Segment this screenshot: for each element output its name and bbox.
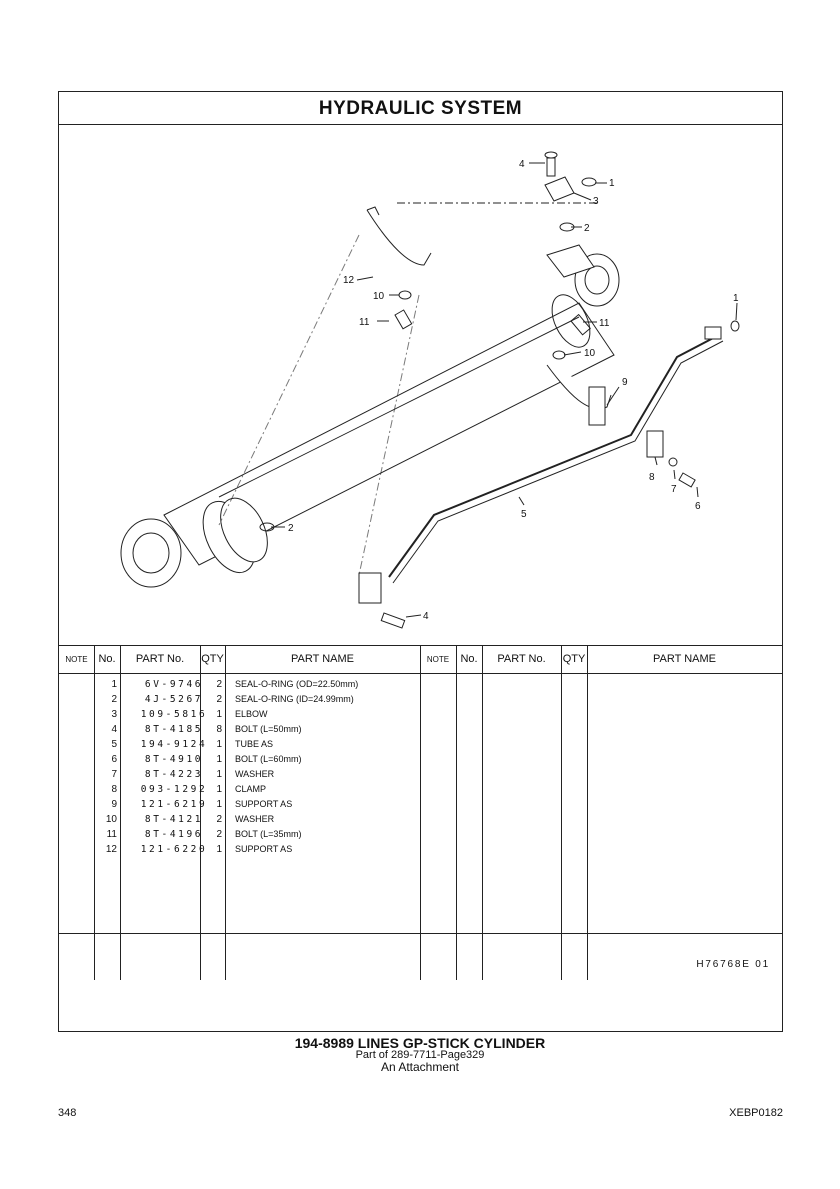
part-name: SUPPORT AS — [235, 844, 293, 854]
part-number: 8T-4910 — [144, 754, 204, 765]
callout-label: 10 — [584, 348, 596, 359]
quantity: 2 — [216, 679, 222, 690]
header-part-name: PART NAME — [653, 653, 716, 665]
item-number: 2 — [111, 694, 117, 705]
document-code: XEBP0182 — [729, 1107, 783, 1119]
part-number: 121-6219 — [140, 799, 208, 810]
item-number: 11 — [106, 829, 117, 840]
quantity: 8 — [216, 724, 222, 735]
part-name: CLAMP — [235, 784, 267, 794]
item-number: 1 — [111, 679, 117, 690]
cylinder-illustration: 4 1 3 2 12 10 11 11 1 10 9 8 7 6 5 2 4 — [120, 151, 740, 629]
callout-label: 5 — [521, 509, 527, 520]
illustration-code: H76768E 01 — [696, 959, 770, 970]
callout-label: 2 — [584, 223, 590, 234]
header-part-no: PART No. — [497, 653, 546, 665]
callout-label: 1 — [733, 293, 739, 304]
quantity: 1 — [216, 739, 222, 750]
part-name: SUPPORT AS — [235, 799, 293, 809]
part-name: WASHER — [235, 814, 275, 824]
part-number: 109-5816 — [140, 709, 208, 720]
part-number: 093-1292 — [140, 784, 208, 795]
item-number: 3 — [111, 709, 117, 720]
caption-parent: Part of 289-7711-Page329 — [355, 1049, 485, 1061]
quantity: 1 — [216, 784, 222, 795]
table-row: 2 4J-5267 2 SEAL-O-RING (ID=24.99mm) — [59, 692, 782, 707]
table-row: 7 8T-4223 1 WASHER — [59, 767, 782, 782]
part-name: BOLT (L=60mm) — [235, 754, 302, 764]
header-qty: QTY — [562, 653, 586, 665]
item-number: 7 — [111, 769, 117, 780]
callout-label: 7 — [671, 484, 677, 495]
header-no: No. — [460, 653, 478, 665]
header-note: NOTE — [65, 655, 88, 664]
callout-label: 9 — [622, 377, 628, 388]
header-qty: QTY — [201, 653, 224, 665]
quantity: 1 — [216, 844, 222, 855]
part-name: SEAL-O-RING (OD=22.50mm) — [235, 679, 359, 689]
item-number: 4 — [111, 724, 117, 735]
part-name: ELBOW — [235, 709, 268, 719]
header-part-no: PART No. — [135, 653, 185, 665]
parts-table: NOTE No. PART No. QTY PART NAME NOTE No.… — [59, 645, 782, 980]
page-number: 348 — [58, 1107, 77, 1119]
part-name: WASHER — [235, 769, 275, 779]
callout-label: 6 — [695, 501, 701, 512]
section-title: HYDRAULIC SYSTEM — [59, 92, 782, 125]
part-number: 8T-4223 — [144, 769, 204, 780]
part-number: 8T-4121 — [144, 814, 204, 825]
table-row: 10 8T-4121 2 WASHER — [59, 812, 782, 827]
part-name: TUBE AS — [235, 739, 274, 749]
table-row: 6 8T-4910 1 BOLT (L=60mm) — [59, 752, 782, 767]
quantity: 2 — [216, 814, 222, 825]
caption-title: 194-8989 LINES GP-STICK CYLINDER — [294, 1035, 546, 1051]
part-number: 8T-4196 — [144, 829, 204, 840]
part-number: 121-6220 — [140, 844, 208, 855]
table-row: 5 194-9124 1 TUBE AS — [59, 737, 782, 752]
item-number: 12 — [105, 844, 117, 855]
table-row: 11 8T-4196 2 BOLT (L=35mm) — [59, 827, 782, 842]
table-row: 3 109-5816 1 ELBOW — [59, 707, 782, 722]
part-name: BOLT (L=35mm) — [235, 829, 302, 839]
item-number: 9 — [111, 799, 117, 810]
table-row: 1 6V-9746 2 SEAL-O-RING (OD=22.50mm) — [59, 677, 782, 692]
part-name: SEAL-O-RING (ID=24.99mm) — [235, 694, 354, 704]
part-number: 4J-5267 — [144, 694, 204, 705]
callout-label: 11 — [599, 318, 610, 329]
callout-label: 8 — [649, 472, 655, 483]
table-row: 8 093-1292 1 CLAMP — [59, 782, 782, 797]
callout-label: 10 — [373, 291, 385, 302]
header-no: No. — [98, 653, 116, 665]
item-number: 5 — [111, 739, 117, 750]
quantity: 1 — [216, 769, 222, 780]
quantity: 1 — [216, 709, 222, 720]
caption-attachment: An Attachment — [380, 1060, 460, 1074]
exploded-parts-diagram: 4 1 3 2 12 10 11 11 1 10 9 8 7 6 5 2 4 — [59, 125, 782, 645]
callout-label: 12 — [343, 275, 355, 286]
part-number: 194-9124 — [140, 739, 208, 750]
table-row: 12 121-6220 1 SUPPORT AS — [59, 842, 782, 857]
callout-label: 2 — [288, 523, 294, 534]
part-number: 6V-9746 — [144, 679, 204, 690]
item-number: 10 — [105, 814, 117, 825]
item-number: 8 — [111, 784, 117, 795]
quantity: 1 — [216, 754, 222, 765]
callout-label: 3 — [593, 196, 599, 207]
table-row: 9 121-6219 1 SUPPORT AS — [59, 797, 782, 812]
part-number: 8T-4185 — [144, 724, 204, 735]
quantity: 2 — [216, 829, 222, 840]
parts-page-frame: HYDRAULIC SYSTEM — [58, 91, 783, 1032]
quantity: 1 — [216, 799, 222, 810]
callout-label: 1 — [609, 178, 615, 189]
quantity: 2 — [216, 694, 222, 705]
header-part-name: PART NAME — [291, 653, 354, 665]
item-number: 6 — [111, 754, 117, 765]
table-row: 4 8T-4185 8 BOLT (L=50mm) — [59, 722, 782, 737]
callout-label: 11 — [359, 317, 370, 328]
part-name: BOLT (L=50mm) — [235, 724, 302, 734]
callout-label: 4 — [519, 159, 525, 170]
header-note: NOTE — [426, 655, 450, 664]
callout-label: 4 — [423, 611, 429, 622]
